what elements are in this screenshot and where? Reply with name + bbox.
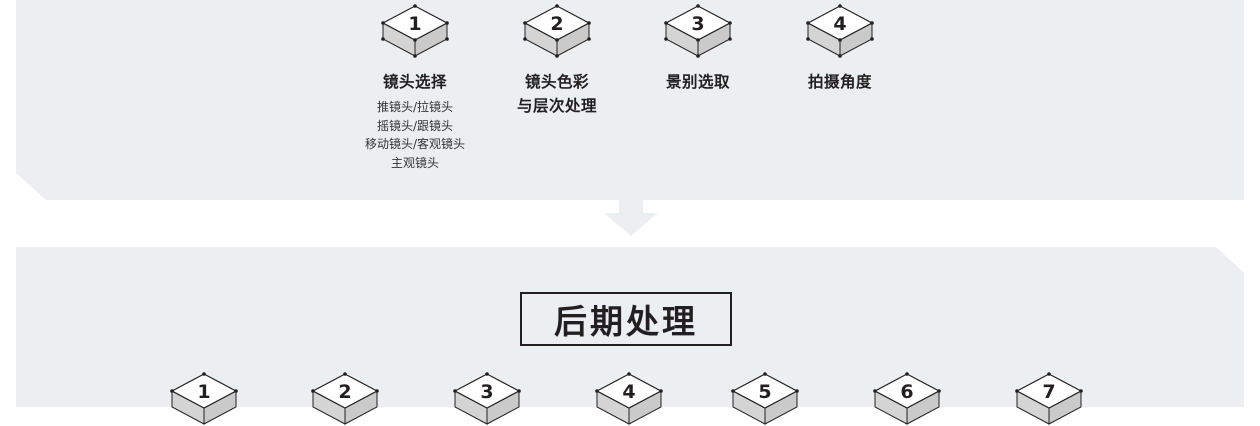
bottom-step-6: 6 — [837, 372, 977, 426]
svg-text:4: 4 — [833, 13, 846, 35]
box-icon: 1 — [170, 372, 238, 425]
top-step-2: 2 镜头色彩 与层次处理 — [487, 4, 627, 118]
svg-text:5: 5 — [758, 381, 771, 403]
svg-text:1: 1 — [197, 381, 210, 403]
top-step-4: 4 拍摄角度 — [770, 4, 910, 94]
step-title: 镜头选择 — [382, 73, 447, 91]
down-arrow-icon — [604, 200, 658, 236]
box-icon: 6 — [873, 372, 941, 425]
bottom-step-2: 2 — [275, 372, 415, 426]
svg-text:3: 3 — [691, 13, 704, 35]
svg-text:3: 3 — [480, 381, 493, 403]
bottom-step-4: 4 — [559, 372, 699, 426]
step-title: 景别选取 — [665, 73, 730, 91]
box-icon: 4 — [595, 372, 663, 425]
svg-text:6: 6 — [900, 381, 913, 403]
bottom-step-1: 1 — [134, 372, 274, 426]
top-step-3: 3 景别选取 — [628, 4, 768, 94]
step-title: 镜头色彩 与层次处理 — [516, 73, 597, 115]
svg-text:1: 1 — [408, 13, 421, 35]
bottom-step-3: 3 — [417, 372, 557, 426]
box-icon: 2 — [523, 4, 591, 58]
step-details: 推镜头/拉镜头 摇镜头/跟镜头 移动镜头/客观镜头 主观镜头 — [364, 100, 466, 170]
svg-text:7: 7 — [1042, 381, 1055, 403]
box-icon: 1 — [381, 4, 449, 58]
svg-text:4: 4 — [622, 381, 635, 403]
step-title: 拍摄角度 — [807, 73, 872, 91]
box-icon: 5 — [731, 372, 799, 425]
shooting-panel — [16, 0, 1244, 200]
bottom-step-7: 7 — [979, 372, 1119, 426]
top-step-1: 1 镜头选择 推镜头/拉镜头 摇镜头/跟镜头 移动镜头/客观镜头 主观镜头 — [345, 4, 485, 172]
svg-text:2: 2 — [338, 381, 351, 403]
svg-text:2: 2 — [550, 13, 563, 35]
section-title-post-processing: 后期处理 — [520, 292, 732, 346]
box-icon: 4 — [806, 4, 874, 58]
bottom-step-5: 5 — [695, 372, 835, 426]
box-icon: 7 — [1015, 372, 1083, 425]
box-icon: 2 — [311, 372, 379, 425]
box-icon: 3 — [664, 4, 732, 58]
box-icon: 3 — [453, 372, 521, 425]
